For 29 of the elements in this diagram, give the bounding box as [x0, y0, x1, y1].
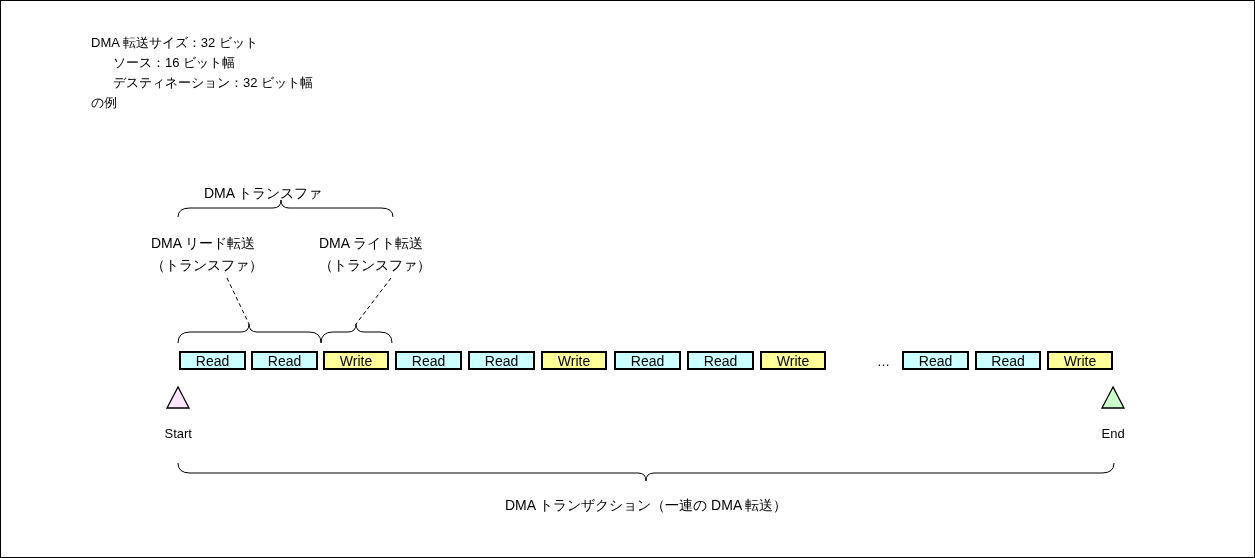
- heading-text: ソース：16 ビット幅: [113, 55, 236, 71]
- write-cycle: Write: [1047, 351, 1113, 370]
- marker-label: Start: [164, 426, 192, 442]
- read-cycle: Read: [395, 351, 462, 370]
- leader-line: [355, 277, 392, 325]
- leader-line: [226, 277, 250, 325]
- brace: [177, 323, 322, 344]
- write-cycle: Write: [541, 351, 607, 370]
- write-cycle: Write: [323, 351, 389, 370]
- read-cycle: Read: [251, 351, 318, 370]
- heading-text: DMA 転送サイズ：32 ビット: [91, 35, 258, 51]
- heading-text: デスティネーション：32 ビット幅: [113, 75, 314, 91]
- heading-text: の例: [91, 95, 117, 111]
- read-cycle: Read: [975, 351, 1041, 370]
- transfer-label: DMA ライト転送（トランスファ）: [319, 234, 431, 275]
- ellipsis: …: [877, 354, 890, 370]
- transfer-label: DMA リード転送（トランスファ）: [151, 234, 263, 275]
- write-cycle: Write: [760, 351, 826, 370]
- read-cycle: Read: [614, 351, 681, 370]
- read-cycle: Read: [468, 351, 535, 370]
- brace: [320, 323, 393, 344]
- group-label: DMA トランスファ: [204, 185, 323, 201]
- read-cycle: Read: [179, 351, 246, 370]
- read-cycle: Read: [687, 351, 754, 370]
- read-cycle: Read: [902, 351, 969, 370]
- transaction-label: DMA トランザクション（一連の DMA 転送）: [505, 497, 788, 513]
- triangle-marker: [1100, 385, 1126, 409]
- marker-label: End: [1101, 426, 1125, 442]
- triangle-marker: [165, 385, 191, 409]
